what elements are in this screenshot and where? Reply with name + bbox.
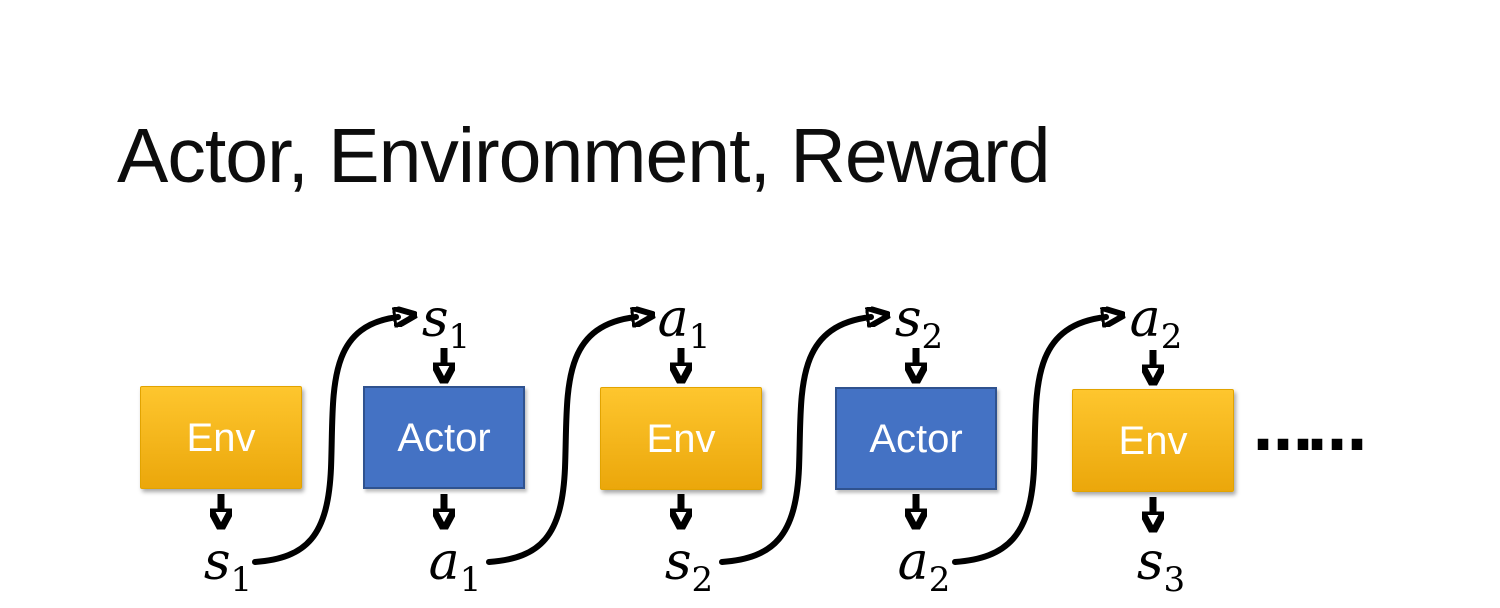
top-label-a1-var: a [657,289,689,349]
actor-box-1: Actor [363,386,525,489]
top-label-a2-var: a [1129,289,1161,349]
bottom-label-a1-var: a [428,532,460,592]
top-label-s2-sub: 2 [921,317,944,357]
slide-title: Actor, Environment, Reward [117,113,1051,199]
bottom-label-a1: a1 [429,536,482,597]
top-label-a2-sub: 2 [1160,317,1183,357]
bottom-label-a2: a2 [898,536,951,597]
bottom-label-s1-var: s [203,532,231,592]
env-box-3-label: Env [1118,418,1188,463]
env-box-2: Env [600,387,762,490]
top-label-a1: a1 [658,293,711,354]
bottom-label-s3-var: s [1136,532,1164,592]
actor-box-2-label: Actor [869,416,963,461]
top-label-a2: a2 [1130,293,1183,354]
continuation-ellipsis: …… [1253,395,1367,465]
top-label-s1: s1 [422,293,470,354]
top-label-s2: s2 [895,293,943,354]
bottom-label-s1: s1 [204,536,252,597]
top-label-s1-sub: 1 [448,317,471,357]
bottom-label-s3: s3 [1137,536,1185,597]
bottom-label-a2-var: a [897,532,929,592]
bottom-label-s2: s2 [665,536,713,597]
bottom-label-a2-sub: 2 [928,560,951,600]
env-box-2-label: Env [646,416,716,461]
env-box-3: Env [1072,389,1234,492]
top-label-a1-sub: 1 [688,317,711,357]
actor-box-1-label: Actor [397,415,491,460]
bottom-label-s3-sub: 3 [1163,560,1186,600]
top-label-s1-var: s [421,289,449,349]
bottom-label-s2-sub: 2 [691,560,714,600]
env-box-1-label: Env [186,415,256,460]
top-label-s2-var: s [894,289,922,349]
bottom-label-s2-var: s [664,532,692,592]
bottom-label-s1-sub: 1 [230,560,253,600]
actor-box-2: Actor [835,387,997,490]
env-box-1: Env [140,386,302,489]
bottom-label-a1-sub: 1 [459,560,482,600]
